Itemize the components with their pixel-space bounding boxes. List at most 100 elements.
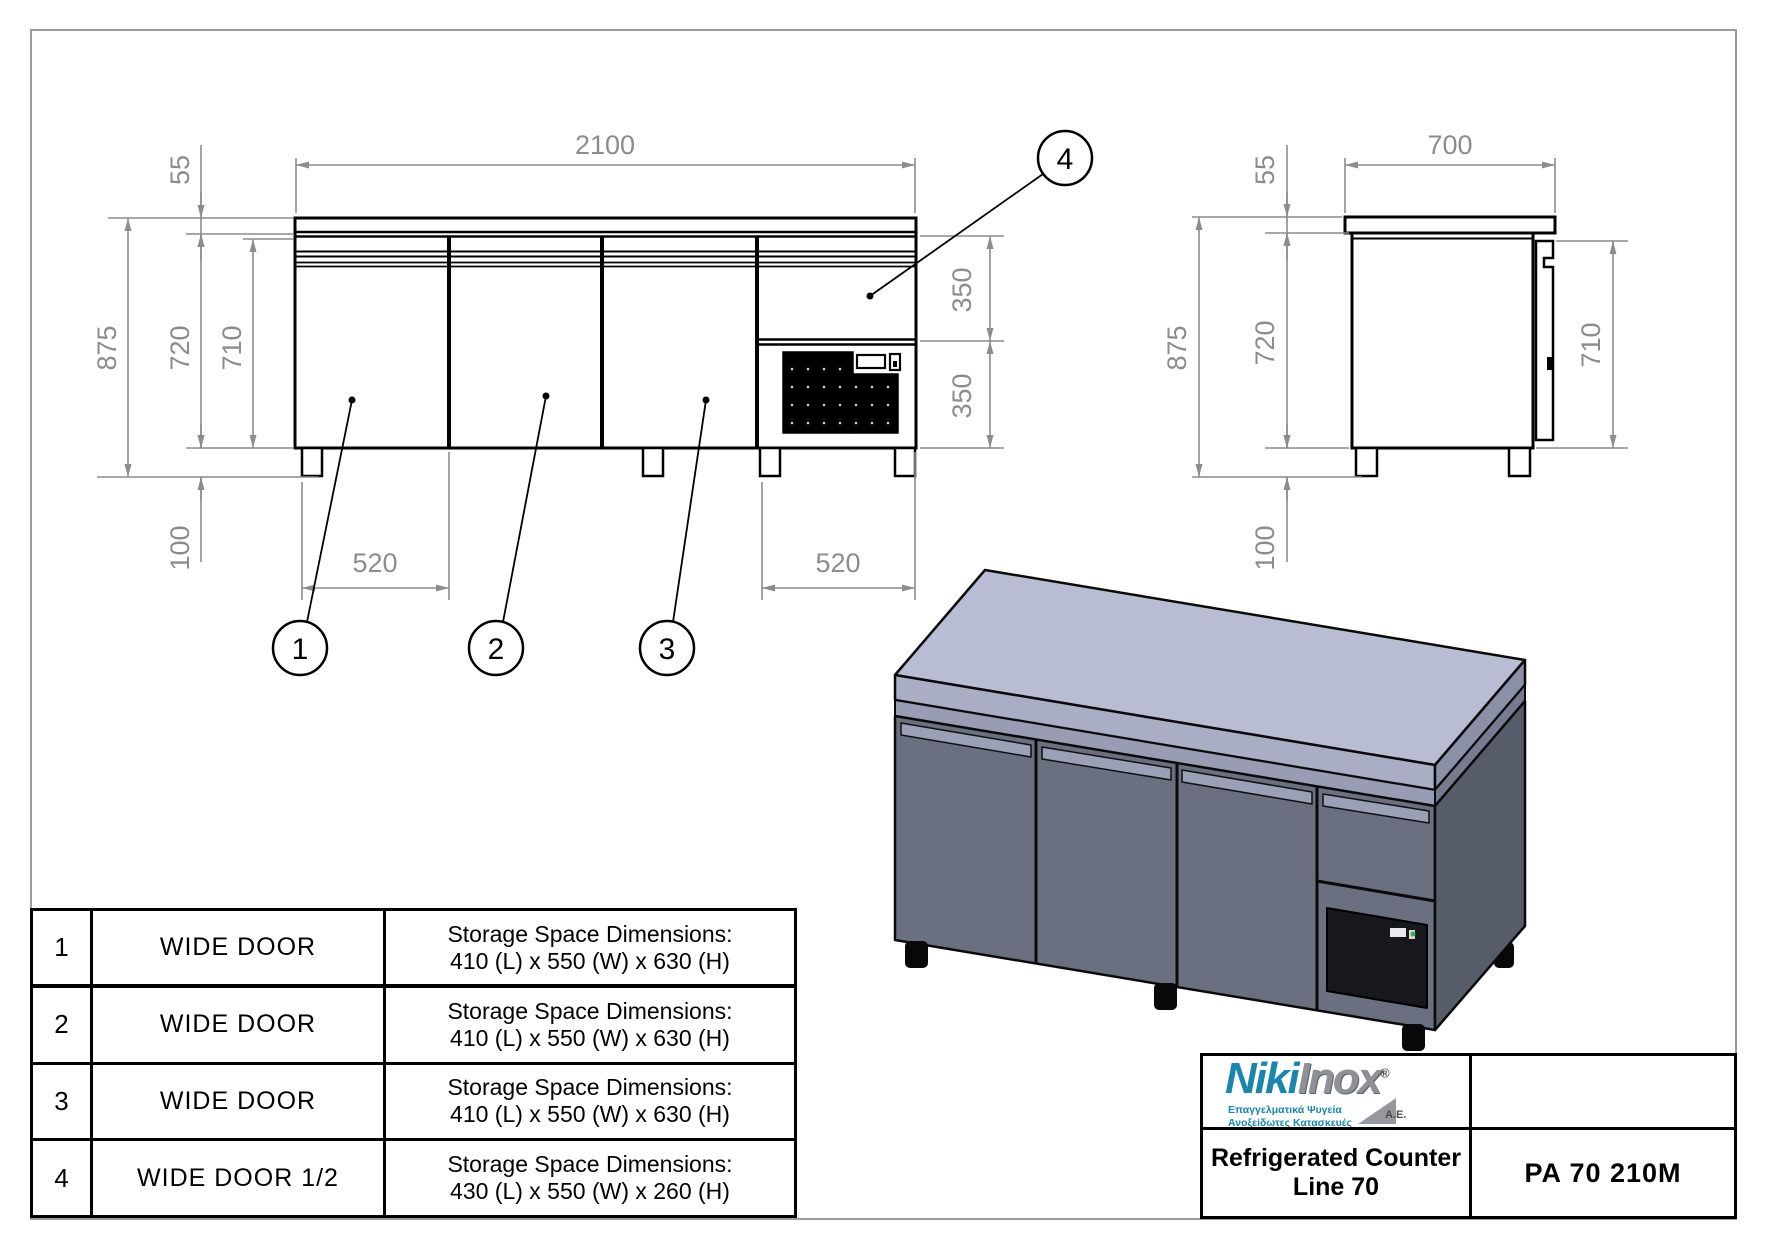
front-view-dimensions xyxy=(97,145,1004,600)
part-desc-line1: Storage Space Dimensions: xyxy=(447,997,733,1024)
table-row: 3 WIDE DOOR Storage Space Dimensions: 41… xyxy=(30,1061,797,1142)
compressor-grille-right xyxy=(852,373,899,434)
dim-side-top-thickness: 55 xyxy=(1250,155,1280,185)
iso-power-led xyxy=(1410,931,1416,937)
iso-gasket-strip-3 xyxy=(1181,769,1313,805)
compressor-grille xyxy=(782,351,854,434)
part-description: Storage Space Dimensions: 410 (L) x 550 … xyxy=(383,1061,797,1142)
part-desc-line1: Storage Space Dimensions: xyxy=(447,1074,733,1101)
front-leg-1 xyxy=(300,446,324,478)
tagline-line1: Επαγγελματικά Ψυγεία xyxy=(1228,1104,1342,1116)
side-view-dimensions xyxy=(1192,145,1628,562)
callouts: 1 2 3 4 xyxy=(271,129,1094,677)
iso-leg-3 xyxy=(1402,1024,1425,1051)
side-view-dimension-labels: 700 55 875 720 710 100 xyxy=(1162,130,1606,571)
table-row: 2 WIDE DOOR Storage Space Dimensions: 41… xyxy=(30,984,797,1065)
control-switch-dot xyxy=(893,361,897,367)
company-logo: NikiInox® Α.Ε. Επαγγελματικά Ψυγεία Ανοξ… xyxy=(1203,1056,1472,1130)
callout-balloon-3 xyxy=(638,619,696,677)
product-title: Refrigerated Counter Line 70 xyxy=(1203,1130,1472,1216)
front-leg-4 xyxy=(893,446,917,478)
dim-front-half-door-height: 350 xyxy=(947,267,977,312)
part-description: Storage Space Dimensions: 410 (L) x 550 … xyxy=(383,984,797,1065)
callout-balloon-4 xyxy=(1036,129,1094,187)
brand-inox: Inox xyxy=(1297,1056,1382,1103)
front-leg-3 xyxy=(758,446,782,478)
callout-balloon-2 xyxy=(467,619,525,677)
title-block-empty-cell xyxy=(1472,1056,1734,1130)
dim-side-total-height: 875 xyxy=(1162,325,1192,370)
sheet-border xyxy=(30,29,1737,1220)
table-row: 1 WIDE DOOR Storage Space Dimensions: 41… xyxy=(30,908,797,989)
dim-front-door-width: 520 xyxy=(352,548,397,578)
side-door-profile xyxy=(1534,239,1555,442)
title-block: NikiInox® Α.Ε. Επαγγελματικά Ψυγεία Ανοξ… xyxy=(1200,1053,1737,1219)
brand-wordmark: NikiInox® xyxy=(1225,1056,1390,1104)
dim-front-compressor-width: 520 xyxy=(815,548,860,578)
iso-body-right xyxy=(1433,699,1527,1032)
part-desc-line2: 410 (L) x 550 (W) x 630 (H) xyxy=(450,1101,730,1128)
product-title-line2: Line 70 xyxy=(1292,1173,1380,1201)
control-panel xyxy=(855,353,887,370)
dim-front-width: 2100 xyxy=(575,130,635,160)
dim-side-depth: 700 xyxy=(1427,130,1472,160)
product-title-line1: Refrigerated Counter xyxy=(1210,1144,1462,1173)
dim-front-body-height: 720 xyxy=(165,325,195,370)
dim-front-door-height: 710 xyxy=(217,325,247,370)
isometric-view xyxy=(893,568,1527,1051)
part-name: WIDE DOOR xyxy=(90,984,386,1065)
side-door-hinge xyxy=(1547,357,1553,370)
front-view-dimension-labels: 2100 55 875 720 710 100 350 350 520 520 xyxy=(92,130,977,578)
side-body xyxy=(1350,231,1535,450)
side-worktop xyxy=(1343,215,1557,235)
part-number: 4 xyxy=(30,1138,93,1218)
iso-half-door-divider xyxy=(1316,879,1436,903)
callout-label-3: 3 xyxy=(659,633,676,666)
part-description: Storage Space Dimensions: 410 (L) x 550 … xyxy=(383,908,797,989)
registered-mark: ® xyxy=(1380,1065,1390,1081)
logo-triangle-icon xyxy=(1358,1098,1396,1124)
part-number: 3 xyxy=(30,1061,93,1142)
iso-gasket-strip-2 xyxy=(1041,746,1172,781)
iso-gasket-strip-4 xyxy=(1322,793,1430,824)
part-desc-line1: Storage Space Dimensions: xyxy=(447,1151,733,1177)
iso-leg-2 xyxy=(1154,983,1177,1010)
part-name: WIDE DOOR xyxy=(90,1061,386,1142)
model-code: PA 70 210M xyxy=(1524,1157,1682,1188)
logo-tagline: Επαγγελματικά Ψυγεία Ανοξείδωτες Κατασκε… xyxy=(1228,1104,1352,1129)
part-number: 1 xyxy=(30,908,93,989)
dim-side-body-height: 720 xyxy=(1250,320,1280,365)
iso-leg-1 xyxy=(905,941,928,968)
iso-control-panel xyxy=(1390,928,1406,937)
iso-gasket-strip-1 xyxy=(900,722,1032,758)
side-leg-1 xyxy=(1354,446,1379,478)
part-number: 2 xyxy=(30,984,93,1065)
part-desc-line1: Storage Space Dimensions: xyxy=(447,920,733,947)
part-desc-line2: 410 (L) x 550 (W) x 630 (H) xyxy=(450,1024,730,1051)
side-view xyxy=(1343,215,1557,478)
callout-label-1: 1 xyxy=(292,633,309,666)
part-desc-line2: 410 (L) x 550 (W) x 630 (H) xyxy=(450,947,730,974)
dim-side-leg-height: 100 xyxy=(1250,525,1280,570)
dim-front-total-height: 875 xyxy=(92,325,122,370)
dim-front-leg-height: 100 xyxy=(165,525,195,570)
part-description: Storage Space Dimensions: 430 (L) x 550 … xyxy=(383,1138,797,1218)
part-name: WIDE DOOR xyxy=(90,908,386,989)
dim-front-compressor-height: 350 xyxy=(947,373,977,418)
front-leg-2 xyxy=(641,446,665,478)
parts-table: 1 WIDE DOOR Storage Space Dimensions: 41… xyxy=(30,908,797,1218)
callout-label-2: 2 xyxy=(488,633,505,666)
part-name: WIDE DOOR 1/2 xyxy=(90,1138,386,1218)
callout-balloon-1 xyxy=(271,619,329,677)
front-view xyxy=(293,216,918,478)
brand-niki: Niki xyxy=(1225,1056,1300,1103)
tagline-line2: Ανοξείδωτες Κατασκευές xyxy=(1228,1116,1352,1129)
table-row: 4 WIDE DOOR 1/2 Storage Space Dimensions… xyxy=(30,1138,797,1218)
part-desc-line2: 430 (L) x 550 (W) x 260 (H) xyxy=(450,1178,730,1205)
iso-compressor-vent xyxy=(1326,907,1428,1009)
dim-front-top-thickness: 55 xyxy=(165,155,195,185)
side-leg-2 xyxy=(1507,446,1532,478)
dim-side-door-height: 710 xyxy=(1576,322,1606,367)
